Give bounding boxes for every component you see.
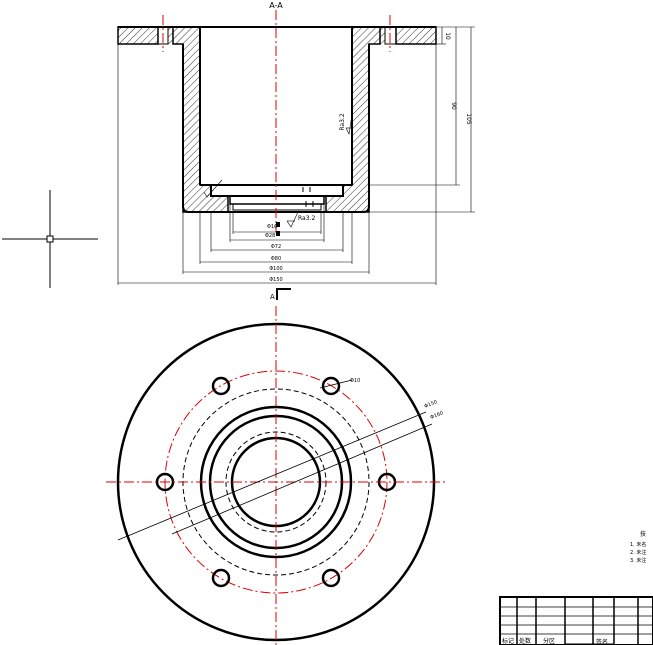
plan-d-circle-b: Φ160 xyxy=(430,410,445,421)
dim-flange-thickness: 10 xyxy=(444,32,451,40)
bolt-hole xyxy=(321,568,341,588)
dim-inner-depth: 90 xyxy=(450,102,457,110)
note-line-2: 2. 未注 xyxy=(630,549,646,556)
diameter-dimensions xyxy=(117,44,437,285)
section-centerlines xyxy=(162,10,391,232)
dim-d-step: Φ28 xyxy=(265,233,275,239)
note-line-1: 1. 未名 xyxy=(630,541,646,548)
notes-heading: 技 xyxy=(640,530,646,538)
dim-d-flange: Φ150 xyxy=(269,277,282,283)
title-block-count: 处数 xyxy=(519,637,531,645)
title-block-sign: 签名 xyxy=(596,638,608,645)
section-title: A-A xyxy=(269,1,283,10)
section-marker: A xyxy=(270,288,291,301)
title-block-mark: 标记 xyxy=(502,637,514,645)
plan-view: Φ150 Φ160 Φ10 xyxy=(106,306,446,645)
roughness-bore: Ra3.2 xyxy=(339,113,346,130)
dim-d-smallest: Φ16 xyxy=(267,224,277,230)
dim-d-inner-step: Φ72 xyxy=(271,244,281,250)
leader-lines xyxy=(117,379,433,541)
section-outline xyxy=(118,26,436,213)
bolt-hole xyxy=(211,376,231,396)
step-marks xyxy=(302,187,314,207)
technical-notes: 技 1. 未名 2. 未注 3. 未注 xyxy=(630,530,646,564)
note-line-3: 3. 未注 xyxy=(630,557,646,564)
plan-d-circle-a: Φ150 xyxy=(424,399,439,410)
section-view: A-A xyxy=(117,1,475,301)
roughness-bottom: Ra3.2 xyxy=(298,215,315,222)
bolt-hole xyxy=(321,376,341,396)
plan-centerlines xyxy=(106,306,446,645)
title-block xyxy=(499,596,653,645)
title-block-zone: 分区 xyxy=(543,637,555,645)
roughness-symbols xyxy=(203,107,354,228)
dim-d-inner: Φ80 xyxy=(271,256,281,262)
dim-d-outer: Φ100 xyxy=(269,266,282,272)
vertical-dimensions xyxy=(369,26,475,213)
dim-total-height: 105 xyxy=(465,113,472,125)
bolt-hole xyxy=(211,568,231,588)
plan-d-hole: Φ10 xyxy=(350,378,360,384)
cad-crosshair-cursor xyxy=(2,190,98,288)
section-marker-label: A xyxy=(270,293,275,301)
